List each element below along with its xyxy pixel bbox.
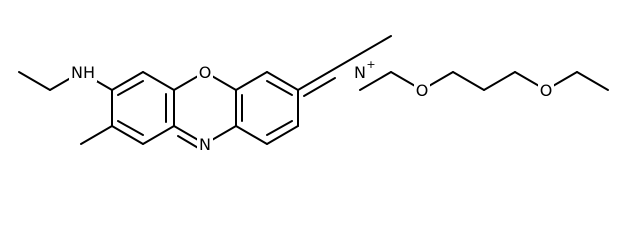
bond <box>359 71 392 91</box>
nh-label: NH <box>71 63 95 82</box>
bond <box>117 120 144 136</box>
bond <box>142 71 175 91</box>
bond <box>235 71 268 91</box>
ring-oxygen-label: O <box>199 63 212 82</box>
bond <box>117 80 144 96</box>
bond <box>142 125 175 145</box>
bond <box>303 77 336 97</box>
bond-lines <box>18 35 609 153</box>
bond <box>452 71 485 91</box>
ether-oxygen-label: O <box>416 81 429 100</box>
methoxy-oxygen-label: O <box>540 81 553 100</box>
bond <box>483 71 516 91</box>
bond <box>359 35 392 55</box>
bond <box>18 71 51 91</box>
bond <box>266 120 293 136</box>
bond <box>80 125 113 145</box>
bond <box>576 71 609 91</box>
bond <box>266 71 299 91</box>
bond <box>235 125 268 145</box>
bond <box>328 53 361 73</box>
bond <box>297 71 330 91</box>
atom-labels: NH O N N + O O <box>69 58 554 154</box>
ring-nitrogen-label: N <box>199 135 211 154</box>
bond <box>266 80 293 96</box>
bond <box>266 125 299 145</box>
bond <box>111 125 144 145</box>
chemical-structure: NH O N N + O O <box>18 35 609 154</box>
bond <box>111 71 144 91</box>
positive-charge-label: + <box>366 58 375 71</box>
iminium-nitrogen-label: N <box>354 63 366 82</box>
